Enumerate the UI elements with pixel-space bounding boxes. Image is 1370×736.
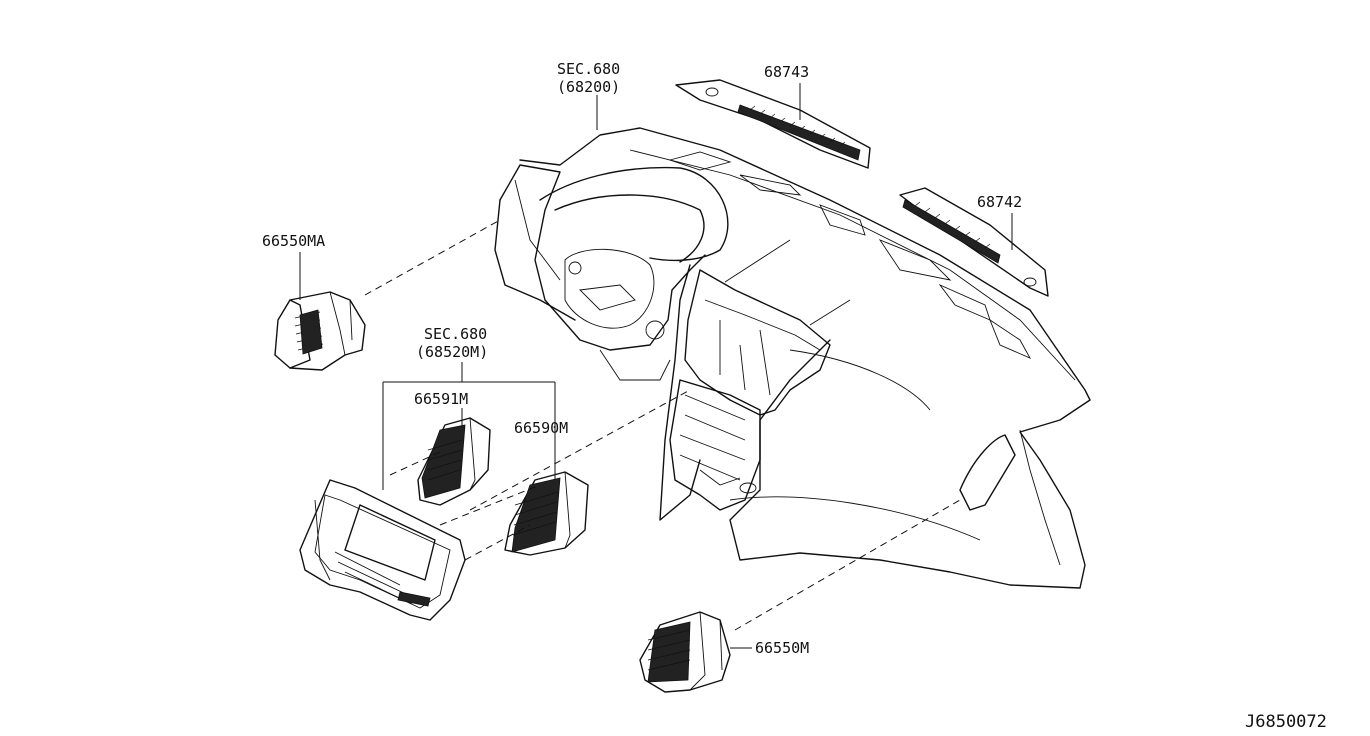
part-68742-strip [899, 187, 1049, 297]
label-sec680-mid-2: (68520M) [416, 343, 488, 361]
part-center-bezel [299, 479, 466, 621]
part-66550M-side-vent [639, 611, 731, 693]
drawing-code: J6850072 [1245, 712, 1327, 732]
part-68743-strip [675, 79, 871, 169]
label-66550MA: 66550MA [262, 232, 325, 250]
part-labels: SEC.680 (68200) 68743 68742 66550MA SEC.… [262, 60, 1327, 732]
label-sec680-mid-1: SEC.680 [424, 325, 487, 343]
part-66591M-vent [417, 417, 491, 506]
assembly-lines [364, 219, 961, 631]
label-sec680-top-2: (68200) [557, 78, 620, 96]
label-sec680-top-1: SEC.680 [557, 60, 620, 78]
label-68743: 68743 [764, 63, 809, 81]
label-66550M: 66550M [755, 639, 809, 657]
label-68742: 68742 [977, 193, 1022, 211]
leader-lines [299, 83, 1013, 649]
part-66550MA-side-vent [274, 291, 366, 371]
label-66590M: 66590M [514, 419, 568, 437]
instrument-panel [494, 127, 1091, 589]
label-66591M: 66591M [414, 390, 468, 408]
